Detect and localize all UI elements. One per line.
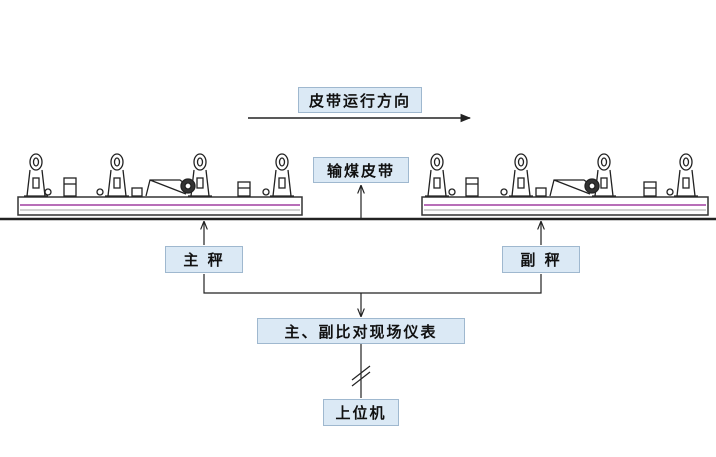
idler-group-right (425, 153, 698, 197)
host-link-slash-2 (351, 371, 371, 387)
comparison-instrument-label: 主、副比对现场仪表 (257, 318, 465, 344)
coal-belt-label: 输煤皮带 (313, 157, 409, 183)
host-computer-label: 上位机 (323, 399, 399, 426)
scale-connector (203, 274, 542, 294)
main-scale-label: 主 秤 (165, 246, 243, 273)
secondary-scale-frame (421, 196, 709, 216)
secondary-scale-label: 副 秤 (502, 246, 580, 273)
host-link-slash-1 (351, 365, 371, 381)
idler-group-left (24, 153, 294, 197)
belt-direction-label: 皮带运行方向 (298, 87, 422, 113)
main-scale-frame (17, 196, 303, 216)
